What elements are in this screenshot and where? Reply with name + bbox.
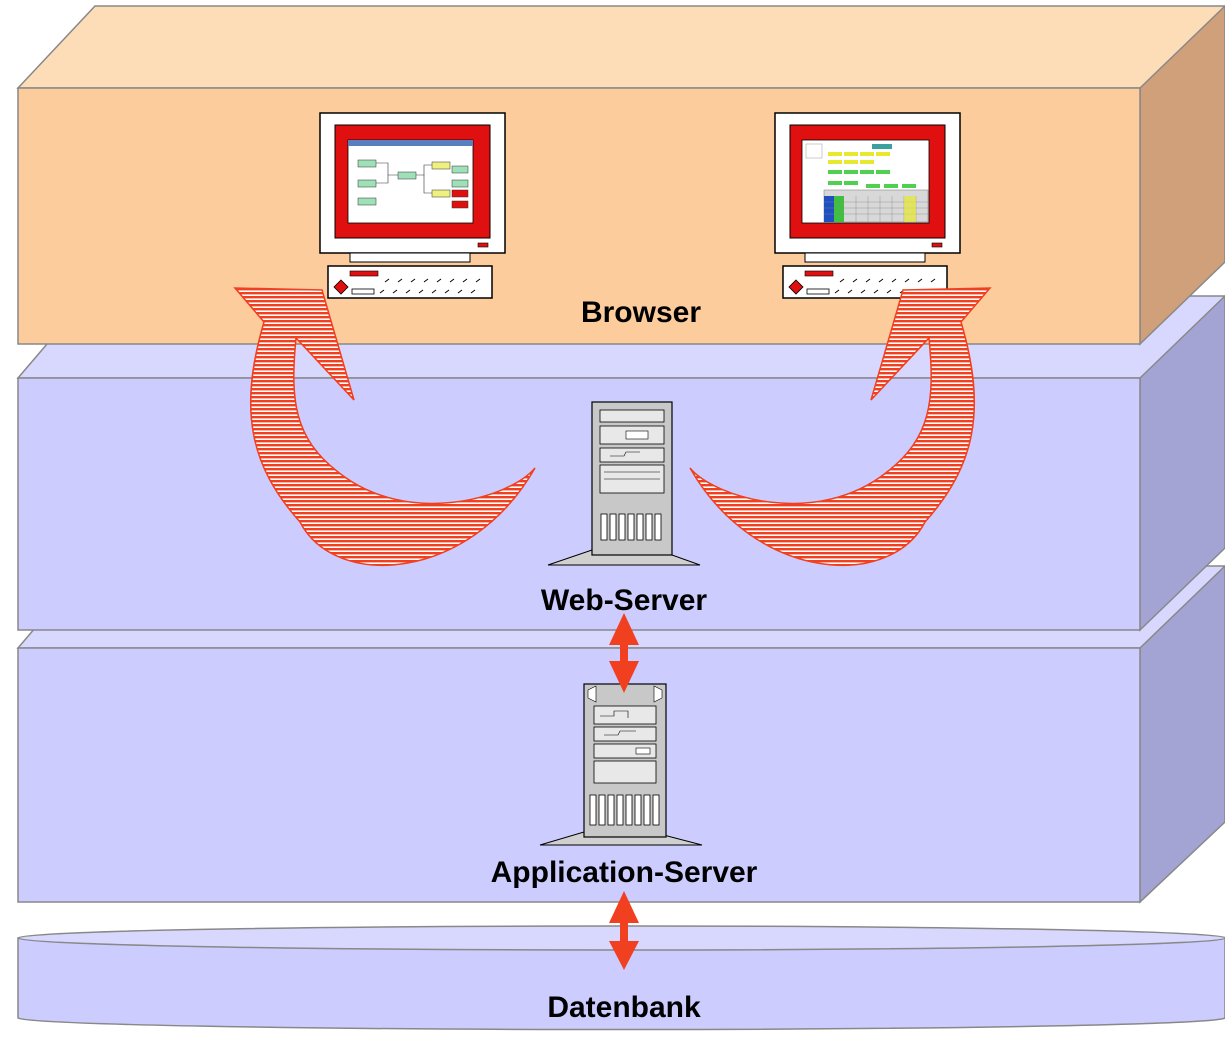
dashboard-screen-icon: [805, 143, 929, 223]
application-server-label: Application-Server: [491, 856, 758, 889]
web-server-label: Web-Server: [541, 584, 708, 617]
computer-icon-right: [774, 112, 961, 299]
browser-layer: [16, 4, 1225, 346]
computer-icon-left: [319, 112, 506, 299]
curved-arrow-left-icon: [233, 287, 536, 566]
double-arrow-app-db-icon: [609, 891, 639, 970]
double-arrow-web-app-icon: [609, 613, 639, 693]
web-server-icon: [547, 401, 701, 566]
flowchart-screen-icon: [357, 159, 469, 209]
database-label: Datenbank: [547, 991, 701, 1024]
browser-label: Browser: [581, 296, 701, 329]
application-server-icon: [539, 683, 703, 846]
curved-arrow-right-icon: [689, 287, 992, 566]
